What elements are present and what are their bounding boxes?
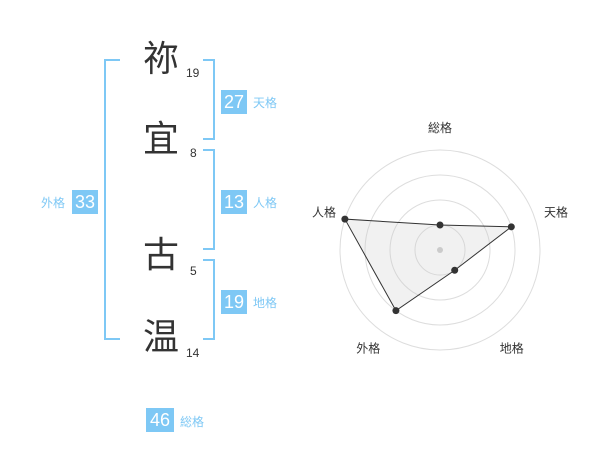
radar-ring-4: [339, 149, 541, 351]
gaikaku-value: 33: [72, 190, 98, 214]
soukaku-label: 総格: [180, 415, 205, 429]
radar-point-2: [451, 266, 459, 274]
stroke-count-3: 5: [190, 264, 197, 278]
tenkaku-value: 27: [221, 90, 247, 114]
gaikaku-label: 外格: [41, 196, 66, 210]
radar-axis-label-0: 総格: [428, 120, 452, 135]
stroke-count-4: 14: [186, 346, 200, 360]
radar-point-0: [436, 221, 444, 229]
radar-point-3: [392, 307, 400, 315]
radar-axis-label-4: 人格: [312, 204, 336, 219]
name-char-4: 温: [142, 317, 179, 358]
jinkaku-label: 人格: [253, 196, 278, 210]
radar-axis-label-1: 天格: [544, 204, 568, 219]
gaikaku-bracket: [104, 59, 120, 340]
tenkaku-label: 天格: [253, 96, 278, 110]
name-char-3: 古: [142, 235, 179, 276]
soukaku-value: 46: [146, 408, 174, 432]
jinkaku-value: 13: [221, 190, 247, 214]
stroke-count-2: 8: [190, 146, 197, 160]
radar-axis-label-3: 外格: [356, 341, 380, 356]
radar-ring-3: [364, 174, 516, 326]
radar-center: [437, 247, 443, 253]
radar-ring-2: [389, 199, 491, 301]
chikaku-value: 19: [221, 290, 247, 314]
chikaku-bracket: [203, 259, 215, 340]
radar-value-polygon: [344, 218, 513, 312]
radar-point-4: [341, 215, 349, 223]
radar-axis-label-2: 地格: [500, 341, 524, 356]
name-char-2: 宜: [142, 119, 179, 160]
chikaku-label: 地格: [253, 296, 278, 310]
radar-point-1: [507, 223, 515, 231]
name-char-1: 祢: [142, 39, 179, 80]
tenkaku-bracket: [203, 59, 215, 140]
stroke-count-1: 19: [186, 66, 200, 80]
jinkaku-bracket: [203, 149, 215, 250]
